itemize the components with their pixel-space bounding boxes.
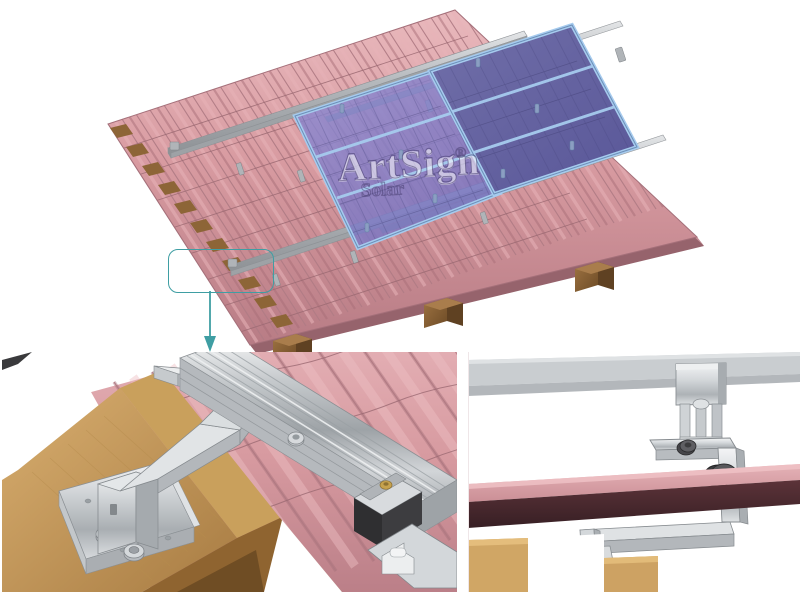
solar-array-left xyxy=(292,67,503,251)
timber-batten xyxy=(468,534,800,592)
callout-arrow xyxy=(204,291,216,352)
detail-left-drawing xyxy=(2,352,457,592)
detail-right: ArtSign Solar ® xyxy=(468,352,800,592)
mounting-rail xyxy=(179,352,457,537)
solar-array-right xyxy=(427,22,640,197)
detail-right-drawing xyxy=(468,352,800,592)
detail-left: ArtSign Solar ® xyxy=(2,352,457,592)
main-view: ArtSign Solar ® xyxy=(107,9,704,352)
mid-clamp xyxy=(675,362,727,448)
roof-hook xyxy=(579,437,749,568)
roof-tile xyxy=(468,464,800,528)
end-clamp xyxy=(353,472,457,589)
detail-callout[interactable] xyxy=(168,249,274,293)
main-view-drawing xyxy=(107,9,704,352)
